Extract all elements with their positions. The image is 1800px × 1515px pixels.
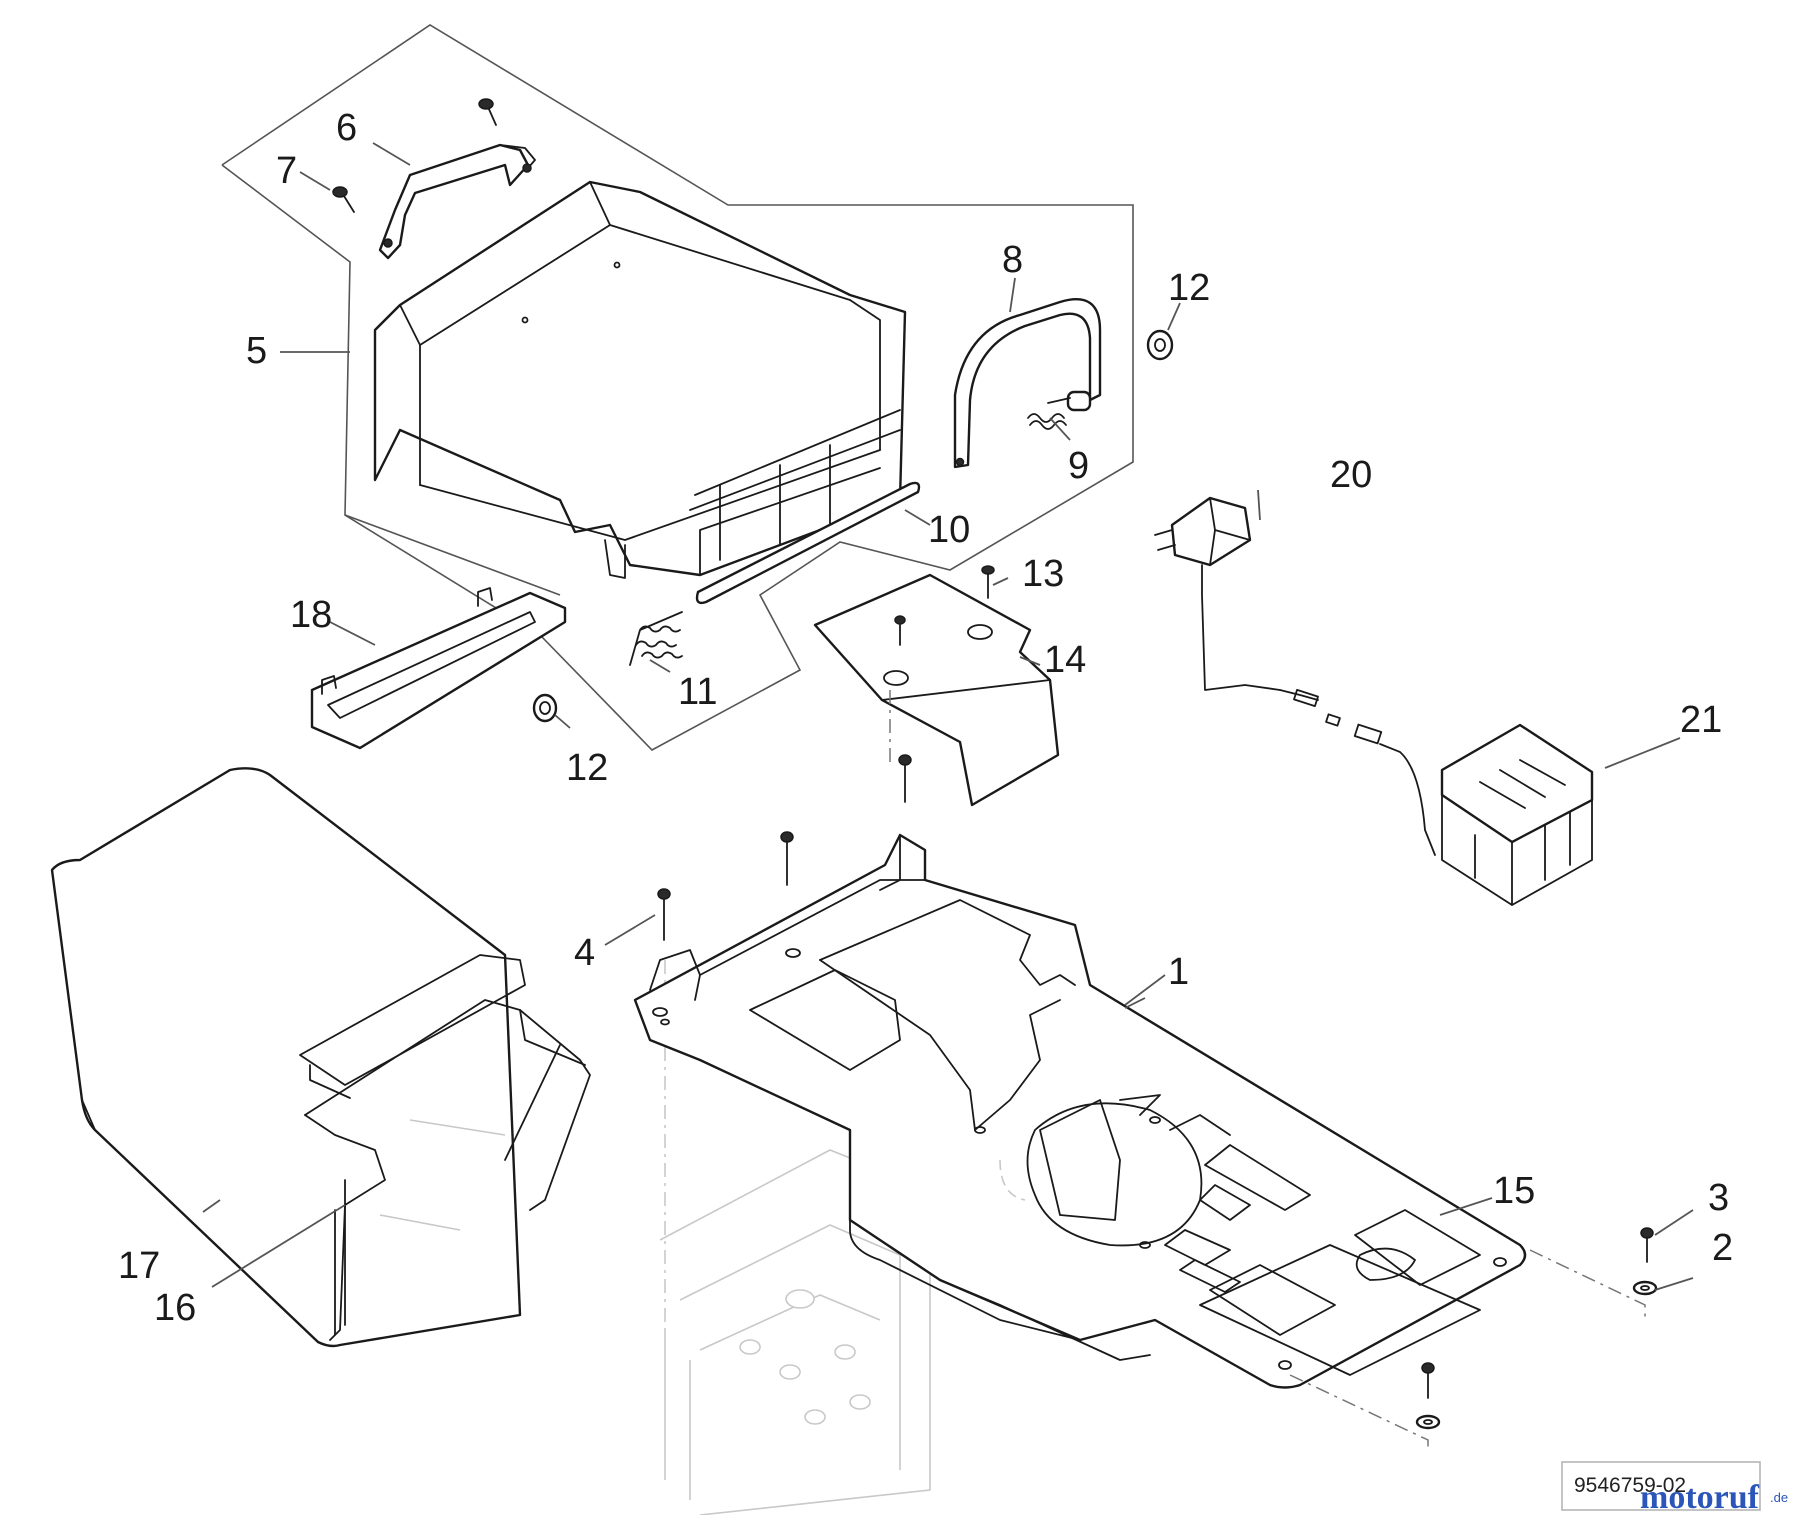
part-screw-bottom xyxy=(1421,1362,1435,1399)
part-rear-flap xyxy=(373,180,907,579)
center-line-bottom xyxy=(1289,1374,1429,1450)
callout-11: 11 xyxy=(678,671,717,713)
callout-16: 16 xyxy=(154,1287,196,1329)
callout-6: 6 xyxy=(336,107,357,149)
callout-15: 15 xyxy=(1493,1170,1535,1212)
flap-group-outline xyxy=(221,24,1134,751)
callout-labels: 1 2 3 4 5 6 7 8 9 10 11 12 12 13 14 15 1… xyxy=(118,107,1733,1329)
part-deflector-plate xyxy=(310,587,567,750)
part-screw-13 xyxy=(981,565,995,599)
callout-20: 20 xyxy=(1330,454,1372,496)
part-flap-handle xyxy=(953,298,1102,469)
part-rod xyxy=(695,481,921,605)
watermark-logo: motoruf .de xyxy=(1640,1479,1788,1515)
part-torsion-spring xyxy=(1027,397,1071,430)
callout-21: 21 xyxy=(1680,699,1722,741)
callout-4: 4 xyxy=(574,932,595,974)
callout-9: 9 xyxy=(1068,445,1089,487)
callout-1: 1 xyxy=(1168,951,1189,993)
callout-5: 5 xyxy=(246,330,267,372)
part-top-handle xyxy=(378,143,536,260)
part-washer-bottom xyxy=(1415,1414,1441,1430)
part-screw-4b xyxy=(780,831,794,886)
reference-code: 9546759-02 xyxy=(1574,1474,1686,1497)
part-grass-bag xyxy=(50,767,522,1348)
watermark-text: motoruf xyxy=(1640,1479,1760,1515)
part-screw-7b xyxy=(332,186,355,213)
callout-17: 17 xyxy=(118,1245,160,1287)
part-washer-12a xyxy=(1146,329,1174,361)
part-battery xyxy=(1279,688,1594,906)
leader-lines xyxy=(202,142,1694,1291)
part-base-housing xyxy=(633,833,1527,1389)
part-flap-spring xyxy=(629,611,683,666)
reference-code-box: 9546759-02 xyxy=(1561,1461,1761,1511)
part-charger xyxy=(1154,496,1281,691)
flap-group-inner-line xyxy=(344,514,561,596)
callout-12a: 12 xyxy=(1168,267,1210,309)
part-washer-2 xyxy=(1632,1280,1658,1296)
part-screw-4 xyxy=(657,888,671,941)
center-line-right xyxy=(1529,1249,1646,1320)
callout-12b: 12 xyxy=(566,747,608,789)
callout-13: 13 xyxy=(1022,553,1064,595)
part-bracket-plate xyxy=(813,573,1060,807)
callout-2: 2 xyxy=(1712,1227,1733,1269)
part-screw-14a xyxy=(898,754,912,803)
callout-14: 14 xyxy=(1044,639,1086,681)
callout-8: 8 xyxy=(1002,239,1023,281)
part-screw-7a xyxy=(478,98,497,126)
callout-10: 10 xyxy=(928,509,970,551)
callout-18: 18 xyxy=(290,594,332,636)
part-screw-3 xyxy=(1640,1227,1654,1263)
part-bag-frame xyxy=(299,954,591,1341)
callout-7: 7 xyxy=(276,150,297,192)
watermark-tld: .de xyxy=(1770,1490,1788,1505)
callout-3: 3 xyxy=(1708,1177,1729,1219)
part-washer-12b xyxy=(532,693,558,723)
